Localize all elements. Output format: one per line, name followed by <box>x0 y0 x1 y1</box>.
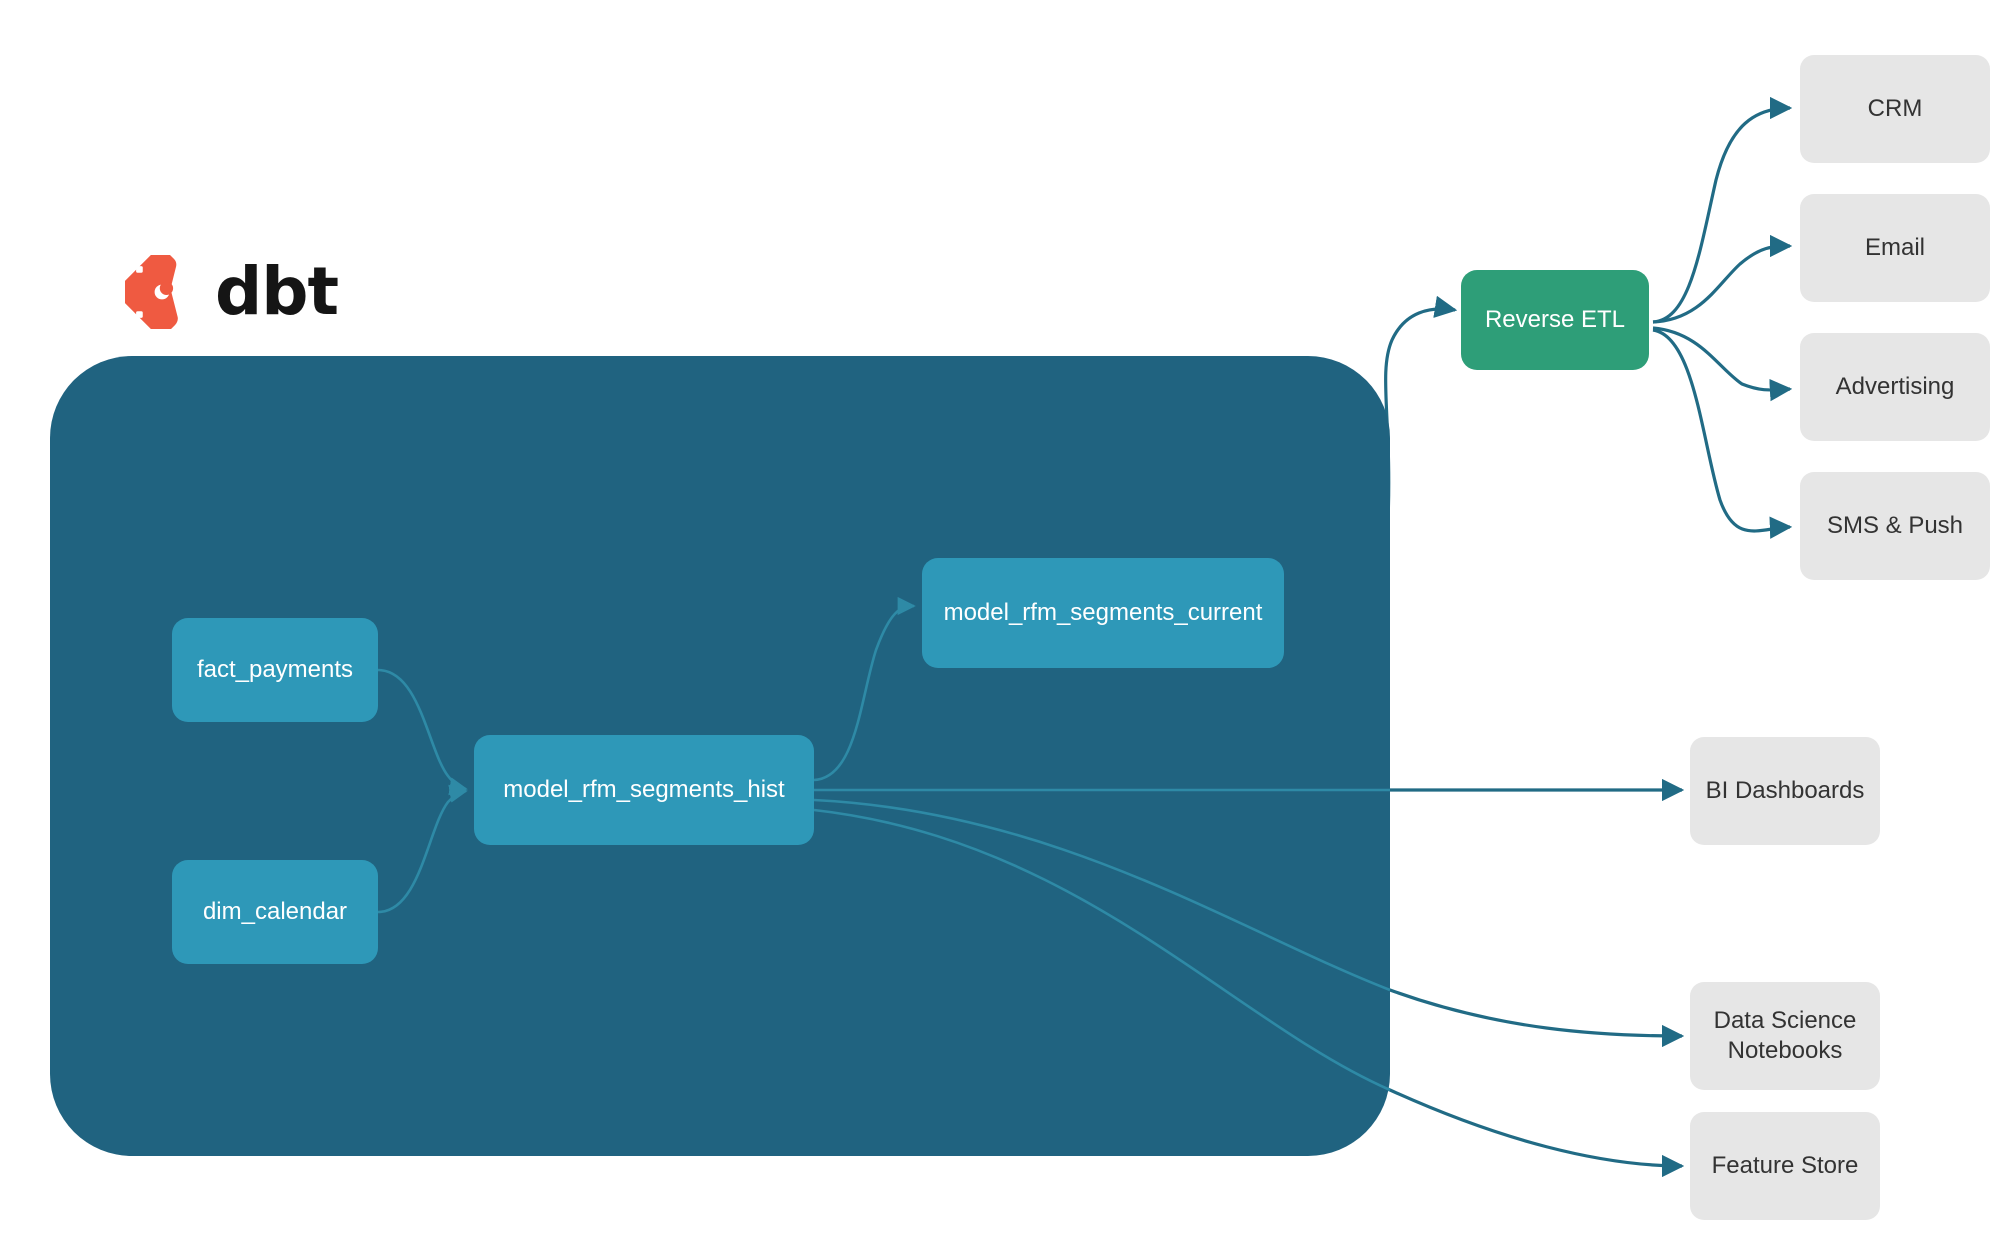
node-dim-calendar[interactable]: dim_calendar <box>172 860 378 964</box>
node-label: BI Dashboards <box>1705 777 1865 804</box>
node-crm[interactable]: CRM <box>1800 55 1990 163</box>
node-label: Email <box>1864 234 1925 261</box>
dbt-logo: dbt <box>125 253 339 330</box>
node-bi-dashboards[interactable]: BI Dashboards <box>1690 737 1880 845</box>
node-label: fact_payments <box>196 656 354 683</box>
edge-reverse-etl-to-advertising <box>1652 326 1793 402</box>
node-label: dim_calendar <box>202 898 348 925</box>
node-label-line1: Data Science <box>1713 1007 1857 1034</box>
node-label: Advertising <box>1835 373 1955 400</box>
edge-reverse-etl-to-sms-push <box>1652 328 1793 539</box>
node-model-rfm-segments-current[interactable]: model_rfm_segments_current <box>922 558 1284 668</box>
node-label: model_rfm_segments_current <box>943 599 1263 626</box>
node-label: Feature Store <box>1711 1152 1859 1179</box>
node-data-science-notebooks[interactable]: Data Science Notebooks <box>1690 982 1880 1090</box>
dbt-logo-icon <box>125 255 188 329</box>
node-label: CRM <box>1867 95 1923 122</box>
edge-reverse-etl-to-crm <box>1652 96 1793 324</box>
node-feature-store[interactable]: Feature Store <box>1690 1112 1880 1220</box>
node-label-line2: Notebooks <box>1727 1037 1843 1064</box>
node-sms-push[interactable]: SMS & Push <box>1800 472 1990 580</box>
node-reverse-etl[interactable]: Reverse ETL <box>1461 270 1649 370</box>
edge-reverse-etl-to-email <box>1652 234 1793 324</box>
node-advertising[interactable]: Advertising <box>1800 333 1990 441</box>
node-label: Reverse ETL <box>1484 306 1626 333</box>
node-label: model_rfm_segments_hist <box>503 776 785 803</box>
dbt-wordmark: dbt <box>215 253 339 330</box>
node-fact-payments[interactable]: fact_payments <box>172 618 378 722</box>
node-label: SMS & Push <box>1826 512 1964 539</box>
node-label: Data Science Notebooks <box>1714 1006 1857 1066</box>
node-email[interactable]: Email <box>1800 194 1990 302</box>
node-model-rfm-segments-hist[interactable]: model_rfm_segments_hist <box>474 735 814 845</box>
